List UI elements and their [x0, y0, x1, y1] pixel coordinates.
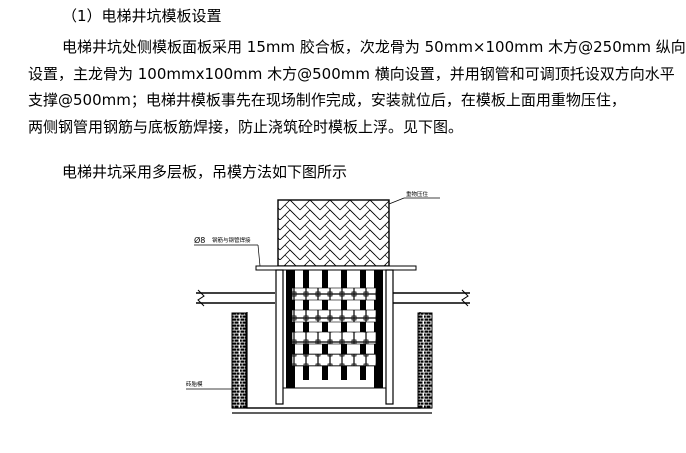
label-brick-wall: 砖胎模: [186, 380, 203, 388]
slab-left: [196, 289, 275, 307]
label-rebar-prefix: Ø8: [194, 235, 205, 245]
section-heading: （1）电梯井坑模板设置: [62, 7, 222, 25]
weight-block: [277, 199, 390, 267]
vertical-studs: [286, 270, 383, 388]
paragraph-method-intro: 电梯井坑采用多层板，吊模方法如下图所示: [62, 163, 348, 181]
formwork-wall-left: [275, 269, 284, 405]
horizontal-bracing: [291, 287, 377, 367]
steel-pipe-top: [255, 265, 417, 271]
label-weight: 重物压住: [406, 190, 429, 198]
formwork-wall-right: [385, 269, 394, 405]
brick-wall-left: [231, 312, 247, 409]
paragraph-line-4: 两侧钢管用钢筋与底板筋焊接，防止浇筑砼时模板上浮。见下图。: [28, 117, 464, 136]
brick-wall-right: [417, 312, 433, 409]
paragraph-line-1: 电梯井坑处侧模板面板采用 15mm 胶合板，次龙骨为 50mm×100mm 木方…: [62, 38, 686, 56]
paragraph-formwork-description: 电梯井坑处侧模板面板采用 15mm 胶合板，次龙骨为 50mm×100mm 木方…: [28, 34, 686, 140]
slab-right: [392, 289, 470, 307]
paragraph-line-3: 支撑@500mm；电梯井模板事先在现场制作完成，安装就位后，在模板上面用重物压住…: [28, 91, 626, 109]
weight-label-leader: [388, 197, 440, 205]
paragraph-line-2: 设置，主龙骨为 100mmx100mm 木方@500mm 横向设置，并用钢管和可…: [28, 64, 675, 83]
label-rebar-welded: 钢筋与钢管焊接: [212, 236, 251, 244]
